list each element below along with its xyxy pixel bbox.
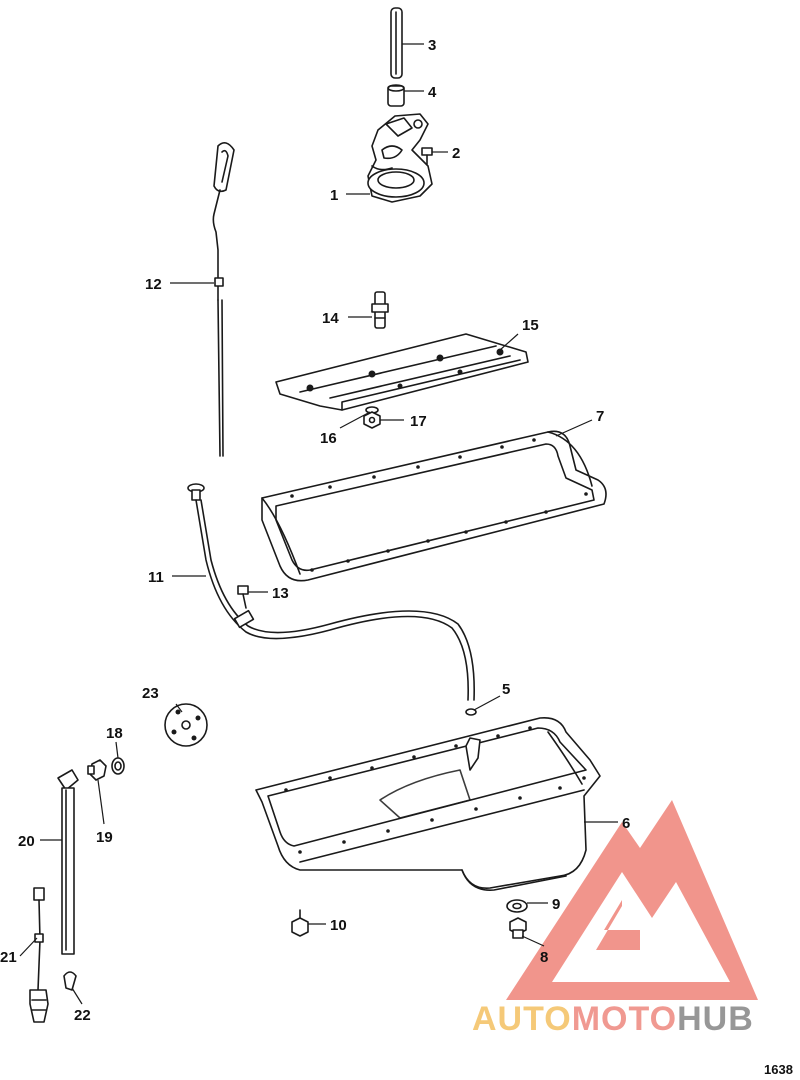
part-1-oil-pump [367,113,433,203]
watermark-auto: AUTO [472,1000,572,1038]
part-13-bolt [237,585,249,609]
callout-11: 11 [148,569,164,586]
callout-9: 9 [552,896,560,913]
callout-22: 22 [74,1007,91,1024]
callout-13: 13 [272,585,289,602]
callout-18: 18 [106,725,123,742]
callout-23: 23 [142,685,159,702]
part-14-stud [371,291,389,329]
part-17-nut [363,411,381,429]
part-19-fitting [87,759,107,781]
gasket-bolt-holes [290,438,588,572]
pan-flange-bolt-holes [284,726,586,854]
callout-14: 14 [322,310,339,327]
part-9-drain-washer [506,899,528,913]
callout-12: 12 [145,276,162,293]
watermark-moto: MOTO [572,1000,677,1038]
part-4-coupling [387,84,405,107]
watermark-hub: HUB [677,1000,754,1038]
part-15-windage-tray [275,333,529,411]
watermark-logo: AUTOMOTOHUB [472,800,758,1038]
callout-3: 3 [428,37,436,54]
part-6-oil-pan [255,716,601,891]
callout-4: 4 [428,84,437,101]
part-7-oil-pan-gasket [261,430,607,582]
callout-15: 15 [522,317,539,334]
watermark-inner-mark [596,900,640,950]
figure-number: 1638 [764,1062,793,1077]
watermark-text: AUTOMOTOHUB [472,1000,754,1038]
part-8-drain-plug [509,917,527,939]
part-5-o-ring [465,708,477,716]
part-20-tube [57,769,79,955]
callout-8: 8 [540,949,548,966]
part-22-clip [63,971,77,991]
part-12-dipstick [212,142,235,457]
part-21-sender [29,887,49,1023]
callout-16: 16 [320,430,337,447]
callout-5: 5 [502,681,510,698]
callout-21: 21 [0,949,17,966]
callout-10: 10 [330,917,347,934]
part-10-bolt [291,909,309,937]
leader-lines [19,43,618,1005]
part-18-washer [111,757,125,775]
callout-labels: 3 4 2 1 12 14 15 16 17 7 11 13 5 23 18 1… [0,37,630,1024]
part-11-dipstick-tube [187,483,475,701]
part-3-pump-shaft [390,7,403,79]
callout-17: 17 [410,413,427,430]
callout-20: 20 [18,833,35,850]
watermark-triangle [506,800,758,1000]
callout-7: 7 [596,408,604,425]
part-23-cover-plate [164,703,208,747]
callout-2: 2 [452,145,460,162]
callout-19: 19 [96,829,113,846]
callout-6: 6 [622,815,630,832]
callout-1: 1 [330,187,338,204]
